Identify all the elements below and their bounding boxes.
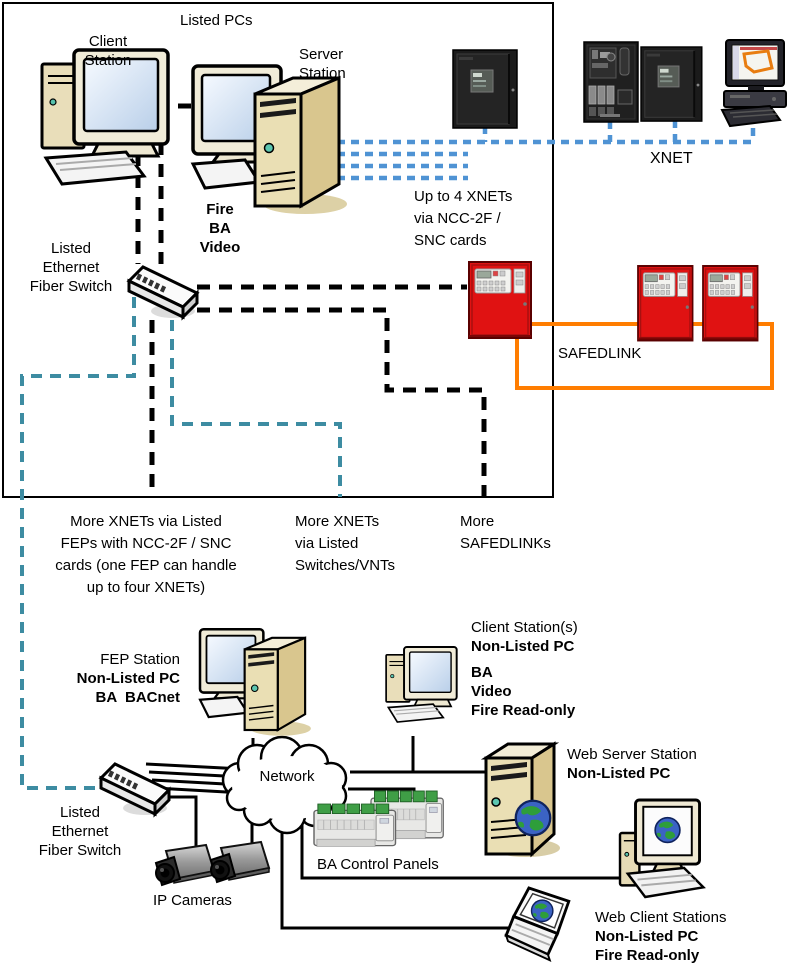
listed-equipment-boundary: [2, 2, 554, 498]
web-client-desktop: [620, 800, 703, 897]
label-server-station: Server Station: [299, 46, 346, 83]
label-listed-pcs: Listed PCs: [180, 12, 253, 29]
safedlink-panel-1: [468, 261, 532, 339]
web-client-laptop: [506, 888, 569, 960]
xnet-blue-dashed-connections: [337, 120, 756, 181]
label-more-xnets-feps: More XNETs via Listed FEPs with NCC-2F /…: [55, 513, 237, 597]
label-client-stations-title: Client Station(s): [471, 619, 578, 636]
label-fep-station-title: FEP Station: [100, 651, 180, 668]
label-listed-switch-top: Listed Ethernet Fiber Switch: [29, 240, 113, 296]
ip-camera-2: [210, 841, 270, 883]
label-client-stations-bold1: Non-Listed PC: [471, 638, 575, 655]
teal-dashed-connections: [20, 297, 342, 790]
label-more-xnets-switches: More XNETs via Listed Switches/VNTs: [295, 513, 396, 575]
server-station-pc: [191, 64, 349, 216]
label-fep-station-bold: Non-Listed PC BA BACnet: [76, 670, 180, 707]
label-ba-control-panels: BA Control Panels: [317, 856, 439, 873]
label-ip-cameras: IP Cameras: [153, 892, 232, 909]
ba-control-panel-2: [313, 803, 397, 848]
label-more-safedlinks: More SAFEDLINKs: [460, 513, 551, 553]
label-web-client-title: Web Client Stations: [595, 909, 727, 926]
xnet-workstation: [720, 38, 788, 128]
ethernet-switch-top: [127, 265, 199, 320]
label-xnet: XNET: [650, 150, 693, 167]
fep-station-pc: [198, 627, 313, 738]
label-fire-ba-video: Fire BA Video: [199, 201, 241, 257]
label-network: Network: [259, 768, 315, 785]
safedlink-panel-2: [637, 265, 694, 342]
label-up-to-4-xnets: Up to 4 XNETs via NCC-2F / SNC cards: [414, 188, 513, 250]
label-web-client-bold: Non-Listed PC Fire Read-only: [595, 928, 700, 965]
label-client-station: Client Station: [84, 33, 132, 70]
label-client-stations-bold2: BA Video Fire Read-only: [471, 664, 576, 720]
xnet-panel-2: [640, 46, 703, 123]
label-listed-switch-bottom: Listed Ethernet Fiber Switch: [38, 804, 122, 860]
safedlink-panel-3: [702, 265, 759, 342]
label-web-server-bold: Non-Listed PC: [567, 765, 671, 782]
client-stations-pc: [385, 646, 458, 724]
xnet-panel-open: [583, 41, 639, 123]
label-web-server-title: Web Server Station: [567, 746, 697, 763]
client-station-pc: [40, 48, 170, 186]
ip-camera-1: [155, 844, 215, 886]
label-safedlink: SAFEDLINK: [558, 345, 642, 362]
web-server-tower: [486, 744, 560, 857]
xnet-panel-1: [452, 49, 518, 129]
